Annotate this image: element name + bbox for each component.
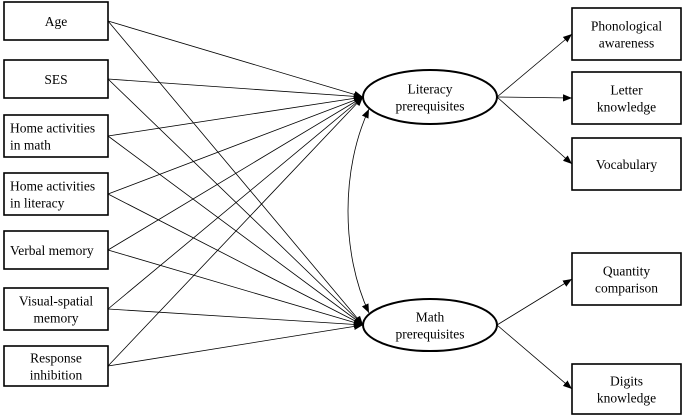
latent-math: Math prerequisites [362,298,498,352]
latent-literacy: Literacy prerequisites [362,69,498,125]
predictor-box [3,287,109,331]
predictor-box [3,114,109,158]
predictor-box [3,230,109,270]
latent-label-line: prerequisites [396,327,465,342]
predictor-visual-spatial-memory: Visual-spatial memory [3,287,109,331]
indicator-digits: Digits knowledge [571,363,682,415]
predictor-label-line: SES [44,72,67,87]
predictor-age: Age [3,1,109,41]
indicator-box [571,363,682,415]
path-verbal-memory-to-literacy [107,96,364,251]
loading-literacy-to-phonological [496,33,573,98]
path-home-literacy-to-math [107,193,364,326]
indicator-box [571,252,682,306]
path-ses-to-math [107,78,364,326]
path-age-to-literacy [107,20,364,98]
indicator-label-line: Vocabulary [596,157,657,172]
indicator-label-line: knowledge [597,391,656,406]
predictor-label-line: in math [10,138,51,153]
latent-label-line: Math [416,310,445,325]
loading-math-to-quantity [496,278,573,326]
indicator-label-line: comparison [595,281,658,296]
path-visual-spatial-memory-to-literacy [107,96,364,310]
predictor-ses: SES [3,59,109,99]
indicator-label-line: Letter [610,83,643,98]
indicator-label-line: Phonological [591,19,662,34]
predictor-home-literacy: Home activities in literacy [3,172,109,216]
indicator-phonological: Phonological awareness [571,7,682,61]
indicator-letter: Letter knowledge [571,71,682,125]
predictor-label-line: Visual-spatial [19,294,93,309]
predictor-label-line: memory [34,311,79,326]
path-home-math-to-literacy [107,94,364,137]
latent-ellipse [362,69,498,125]
correlation-literacy-math [347,108,370,314]
indicator-vocabulary: Vocabulary [571,137,682,191]
predictor-box [3,1,109,41]
predictor-label-line: in literacy [10,196,65,211]
latent-ellipse [362,298,498,352]
edges-layer [107,20,573,390]
loading-literacy-to-vocabulary [496,96,573,165]
predictor-label-line: Verbal memory [10,243,94,258]
indicator-label-line: Quantity [603,264,650,279]
path-response-inhibition-to-math [107,322,364,367]
path-home-literacy-to-literacy [107,96,364,195]
path-verbal-memory-to-math [107,249,364,326]
predictor-label-line: inhibition [30,368,83,383]
loading-literacy-to-letter [496,94,573,102]
indicator-label-line: awareness [599,36,654,51]
predictor-label-line: Age [45,14,68,29]
loading-math-to-digits [496,324,573,390]
predictor-label-line: Home activities [10,179,95,194]
predictor-label-line: Home activities [10,121,95,136]
indicator-box [571,71,682,125]
path-ses-to-literacy [107,78,364,100]
path-home-math-to-math [107,135,364,326]
indicator-quantity: Quantity comparison [571,252,682,306]
predictor-label-line: Response [30,351,82,366]
predictor-response-inhibition: Response inhibition [3,345,109,387]
indicator-box [571,7,682,61]
indicator-box [571,137,682,191]
indicator-label-line: Digits [610,374,643,389]
predictor-box [3,59,109,99]
indicator-label-line: knowledge [597,100,656,115]
path-age-to-math [107,20,364,326]
latent-label-line: Literacy [408,82,453,97]
predictor-home-math: Home activities in math [3,114,109,158]
path-response-inhibition-to-literacy [107,96,364,367]
predictor-box [3,172,109,216]
path-visual-spatial-memory-to-math [107,308,364,329]
predictor-verbal-memory: Verbal memory [3,230,109,270]
latent-label-line: prerequisites [396,99,465,114]
predictor-box [3,345,109,387]
